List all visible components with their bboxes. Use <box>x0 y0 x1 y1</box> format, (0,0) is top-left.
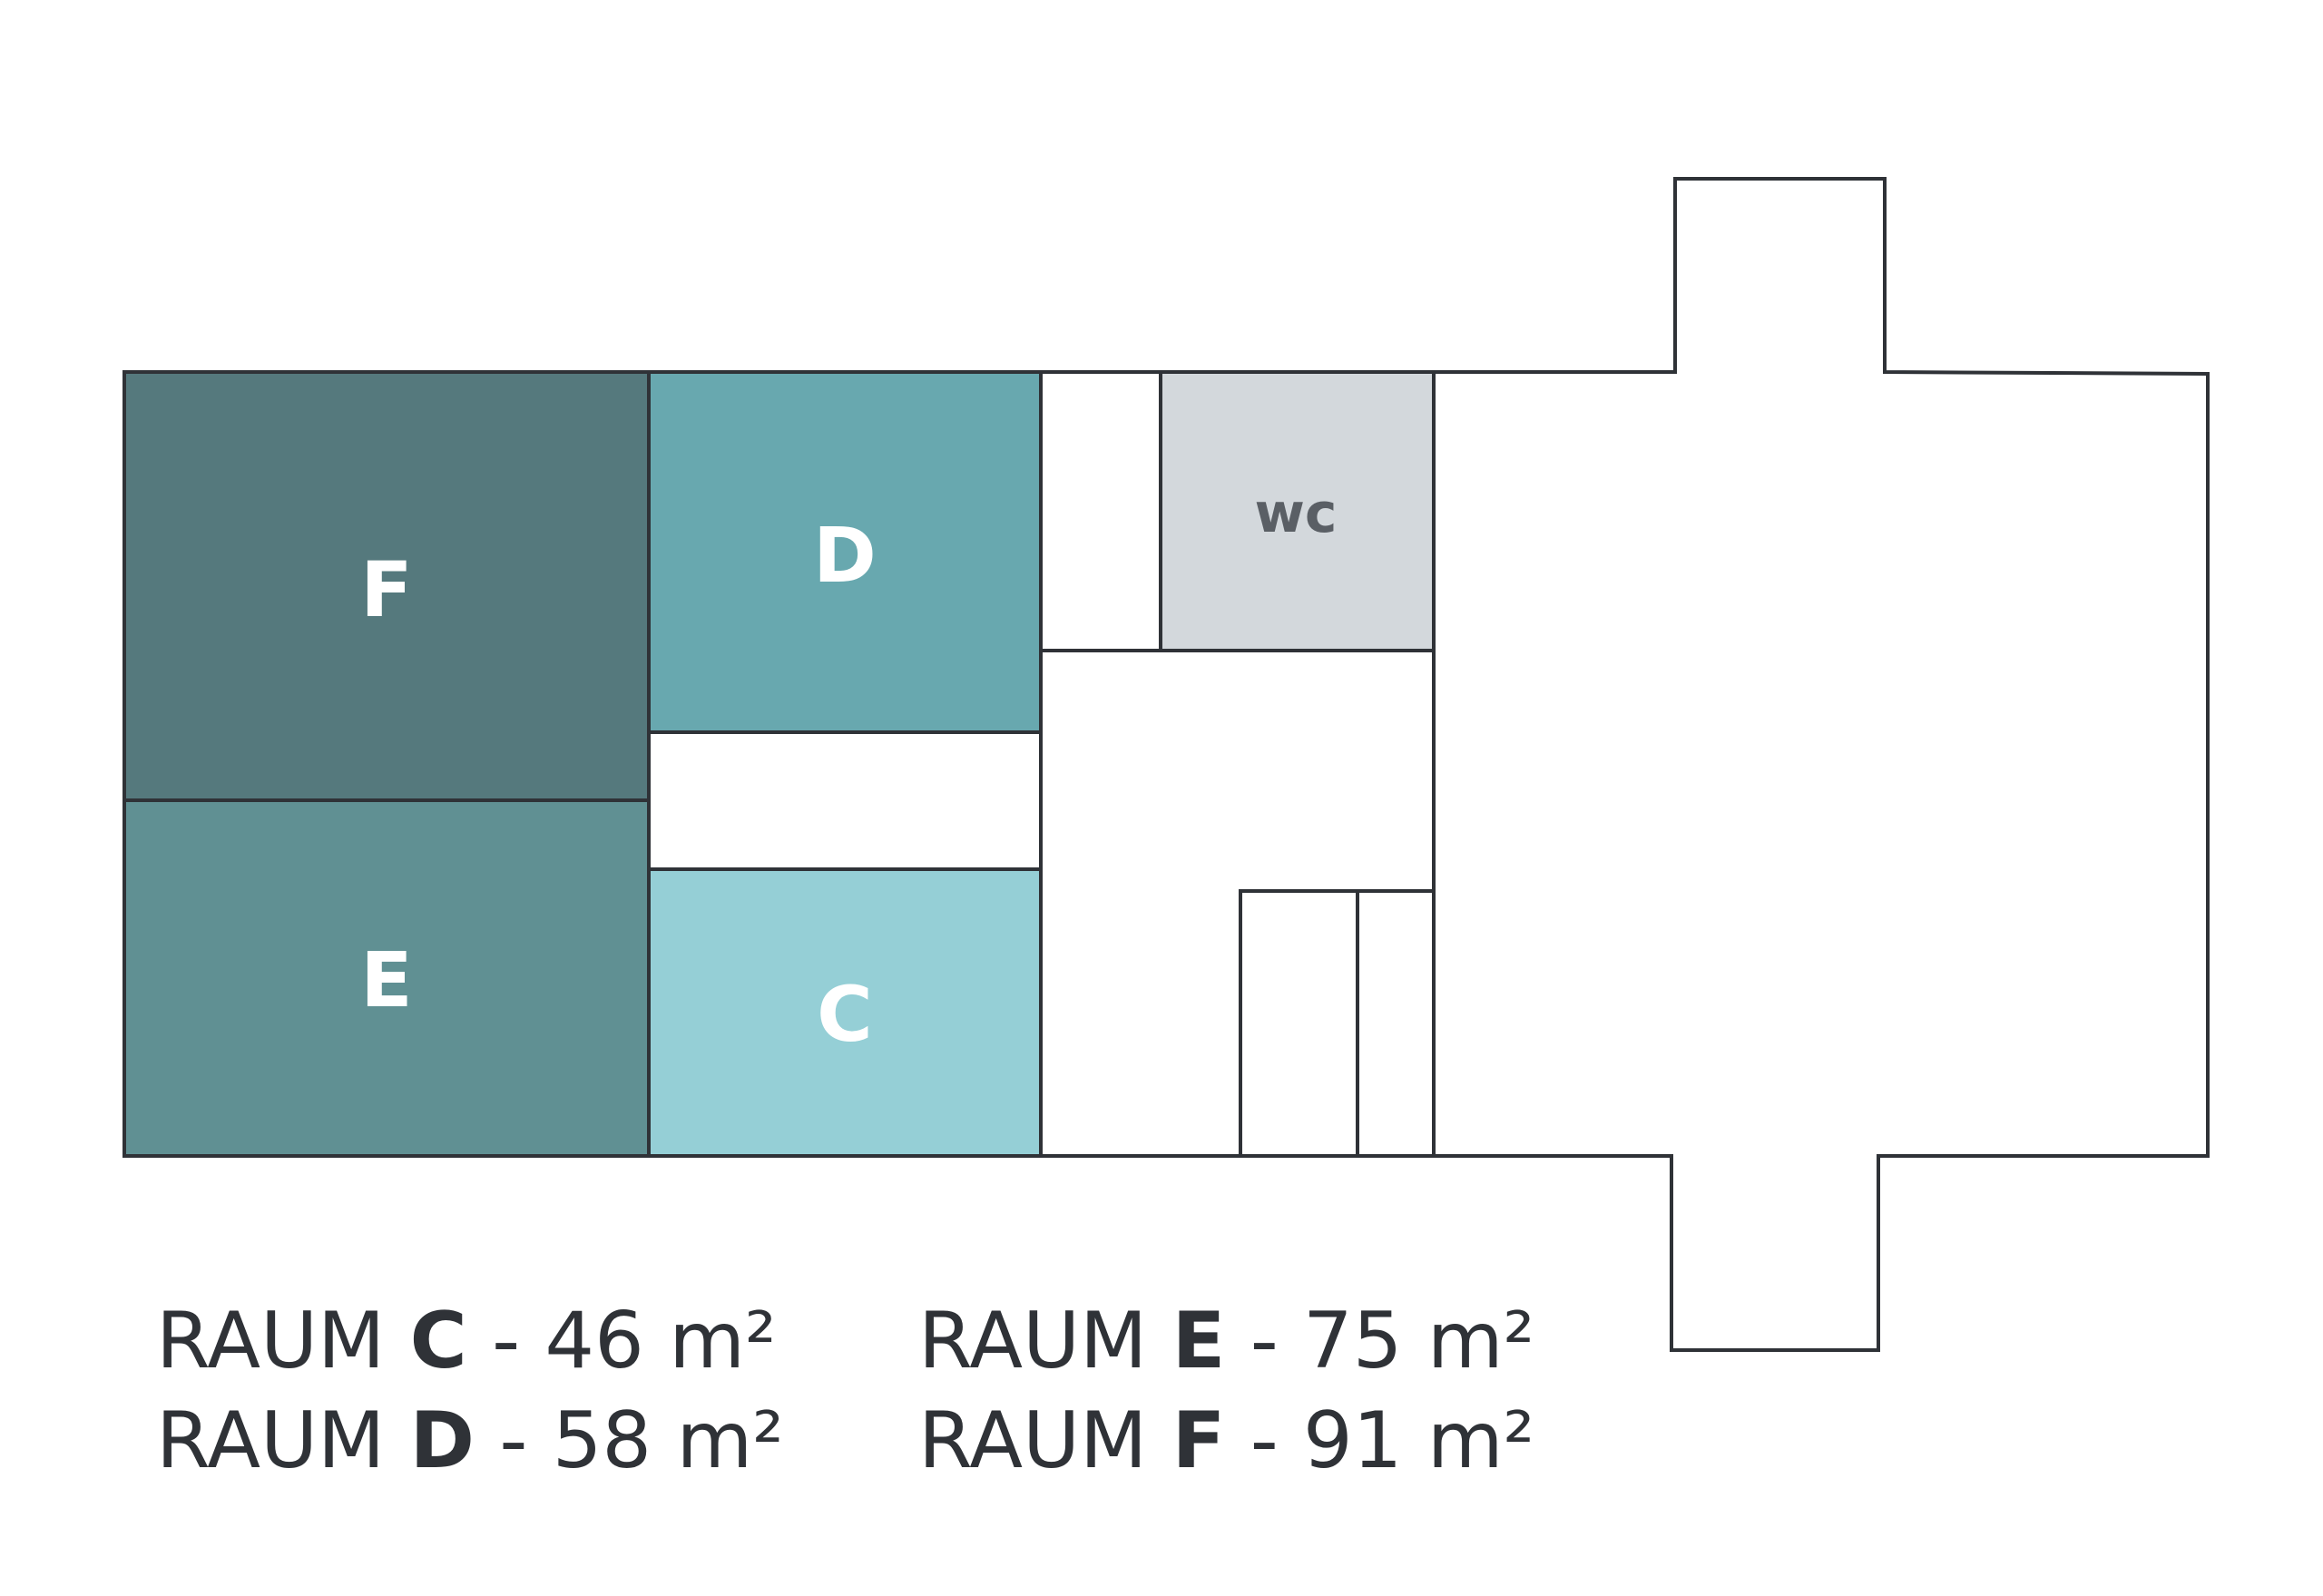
outer-wall-left <box>123 370 1436 1158</box>
corridor-dc <box>647 730 1043 871</box>
legend-room-id: D <box>409 1395 475 1486</box>
legend-row-f: RAUM F - 91 m² <box>918 1391 1534 1491</box>
legend-room-area: - 75 m² <box>1250 1296 1535 1386</box>
room-wc[interactable] <box>1159 370 1436 652</box>
room-f-label: F <box>360 545 412 634</box>
area-legend-right: RAUM E - 75 m² RAUM F - 91 m² <box>918 1291 1534 1491</box>
legend-prefix: RAUM <box>156 1296 386 1386</box>
room-e-label: E <box>360 935 412 1024</box>
room-d-label: D <box>813 511 877 600</box>
legend-prefix: RAUM <box>918 1395 1148 1486</box>
legend-room-id: C <box>409 1296 467 1386</box>
room-f[interactable] <box>123 370 651 802</box>
legend-row-c: RAUM C - 46 m² <box>156 1291 784 1391</box>
area-legend-left: RAUM C - 46 m² RAUM D - 58 m² <box>156 1291 784 1491</box>
stair-box-left <box>1239 889 1359 1158</box>
room-e[interactable] <box>123 798 651 1158</box>
hall-outline <box>1432 177 2210 1352</box>
legend-room-area: - 91 m² <box>1250 1395 1535 1486</box>
room-c-label: C <box>817 970 873 1059</box>
legend-room-id: E <box>1171 1296 1226 1386</box>
legend-row-e: RAUM E - 75 m² <box>918 1291 1534 1391</box>
room-wc-label: wc <box>1255 482 1338 545</box>
legend-row-d: RAUM D - 58 m² <box>156 1391 784 1491</box>
legend-prefix: RAUM <box>918 1296 1148 1386</box>
storage-room <box>1039 370 1162 652</box>
legend-room-area: - 58 m² <box>499 1395 784 1486</box>
legend-room-id: F <box>1171 1395 1226 1486</box>
legend-room-area: - 46 m² <box>492 1296 777 1386</box>
stair-box-right <box>1356 889 1436 1158</box>
room-c[interactable] <box>647 867 1043 1158</box>
lobby-area <box>1039 649 1436 1158</box>
legend-prefix: RAUM <box>156 1395 386 1486</box>
